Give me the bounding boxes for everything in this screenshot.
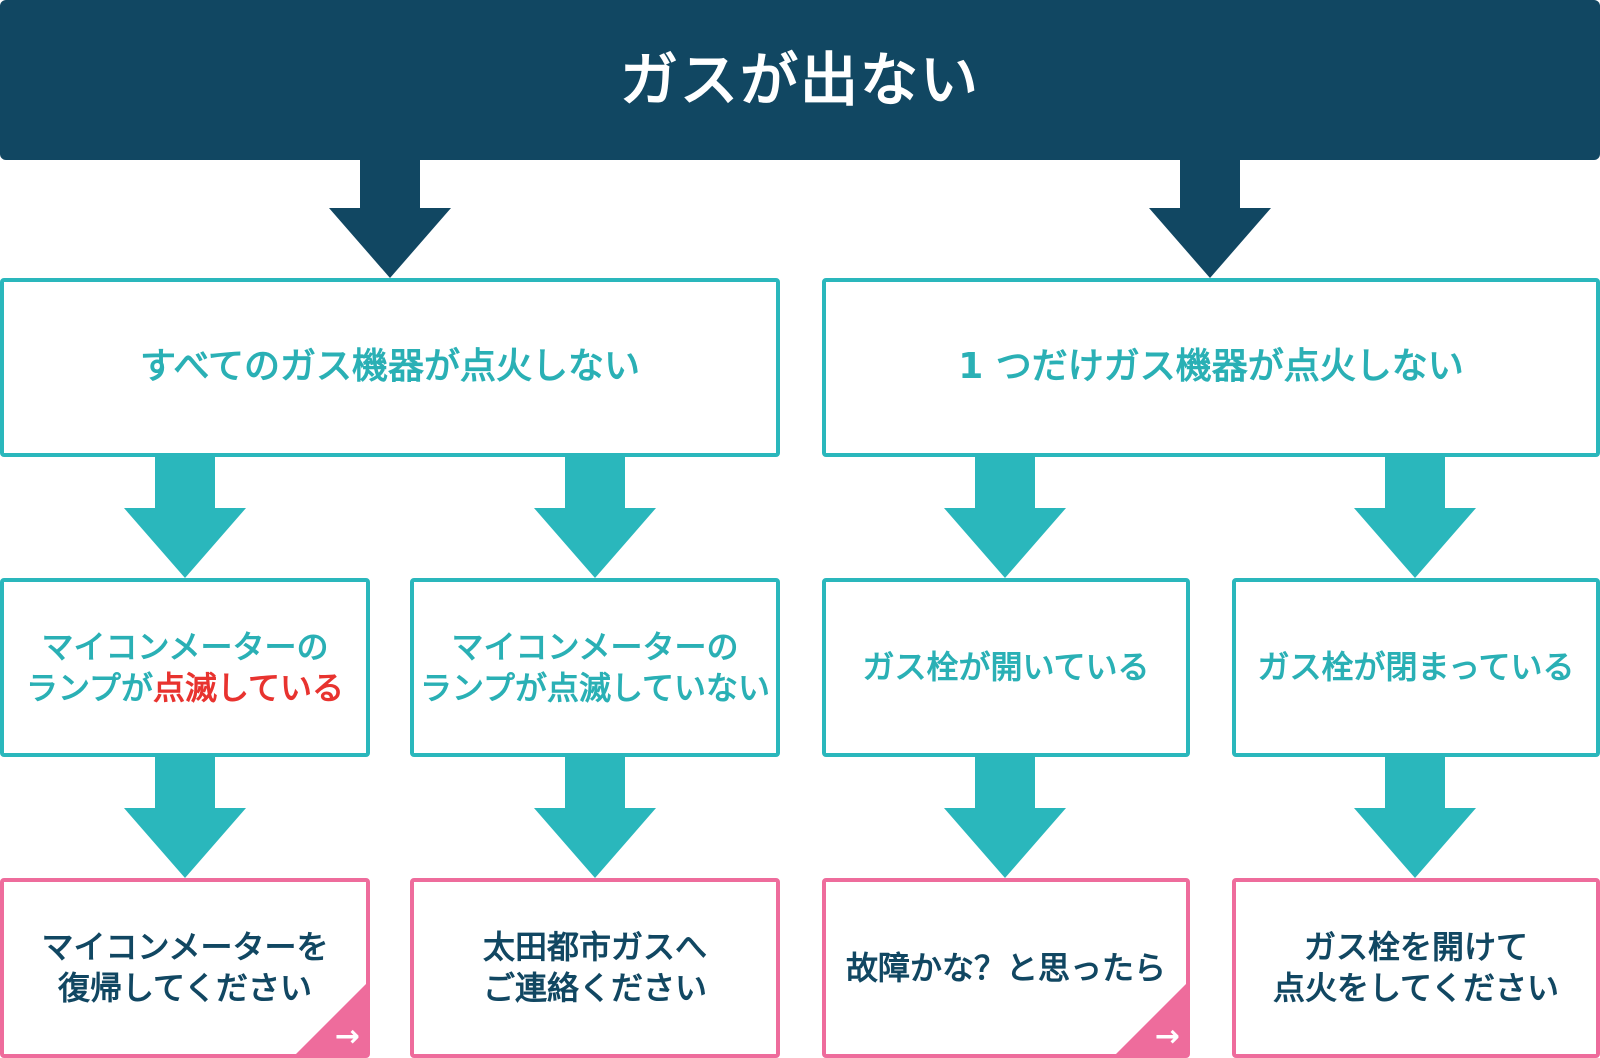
meter-lamp-blinking-box: マイコンメーターの ランプが点滅している (0, 578, 370, 757)
arrow-down-icon (534, 757, 656, 878)
arrow-down-icon (944, 457, 1066, 578)
open-valve-line2: 点火をしてください (1272, 969, 1560, 1007)
arrow-down-icon-left (329, 160, 451, 278)
corner-link-badge[interactable]: → (296, 984, 366, 1054)
reset-meter-link[interactable]: マイコンメーターを 復帰してください → (0, 878, 370, 1058)
arrow-down-icon (534, 457, 656, 578)
header-bar: ガスが出ない (0, 0, 1600, 160)
arrow-down-icon-right (1149, 160, 1271, 278)
reset-meter-line2: 復帰してください (57, 969, 313, 1007)
gas-valve-open-box: ガス栓が開いている (822, 578, 1190, 757)
one-appliance-not-igniting-label: 1 つだけガス機器が点火しない (958, 346, 1464, 388)
meter-lamp-not-blinking-box: マイコンメーターの ランプが点滅していない (410, 578, 780, 757)
all-appliances-not-igniting-box: すべてのガス機器が点火しない (0, 278, 780, 457)
contact-line2: ご連絡ください (482, 969, 707, 1007)
meter-lamp-blinking-line1: マイコンメーターの (41, 627, 329, 666)
arrow-down-icon (1354, 757, 1476, 878)
arrow-down-icon (124, 457, 246, 578)
gas-valve-closed-label: ガス栓が閉まっている (1257, 648, 1575, 687)
blinking-highlight: 点滅している (153, 668, 345, 707)
contact-ota-city-gas-box: 太田都市ガスへ ご連絡ください (410, 878, 780, 1058)
meter-lamp-not-blinking-line2: ランプが点滅していない (419, 668, 771, 707)
header-title: ガスが出ない (619, 45, 980, 114)
meter-lamp-blinking-line2: ランプが点滅している (26, 668, 344, 709)
open-valve-line1: ガス栓を開けて (1303, 928, 1528, 967)
troubleshooting-label: 故障かな？と思ったら (845, 948, 1166, 987)
arrow-down-icon (1354, 457, 1476, 578)
arrow-down-icon (124, 757, 246, 878)
open-valve-ignite-box: ガス栓を開けて 点火をしてください (1232, 878, 1600, 1058)
meter-lamp-not-blinking-line1: マイコンメーターの (451, 627, 739, 666)
gas-valve-open-label: ガス栓が開いている (862, 648, 1150, 687)
corner-link-badge[interactable]: → (1116, 984, 1186, 1054)
all-appliances-not-igniting-label: すべてのガス機器が点火しない (139, 346, 641, 388)
troubleshooting-link[interactable]: 故障かな？と思ったら → (822, 878, 1190, 1058)
one-appliance-not-igniting-box: 1 つだけガス機器が点火しない (822, 278, 1600, 457)
meter-lamp-blinking-prefix: ランプが (25, 668, 153, 707)
gas-valve-closed-box: ガス栓が閉まっている (1232, 578, 1600, 757)
arrow-down-icon (944, 757, 1066, 878)
arrow-right-icon: → (334, 1019, 360, 1054)
reset-meter-line1: マイコンメーターを (41, 928, 329, 967)
arrow-right-icon: → (1154, 1019, 1180, 1054)
contact-line1: 太田都市ガスへ (482, 928, 707, 967)
